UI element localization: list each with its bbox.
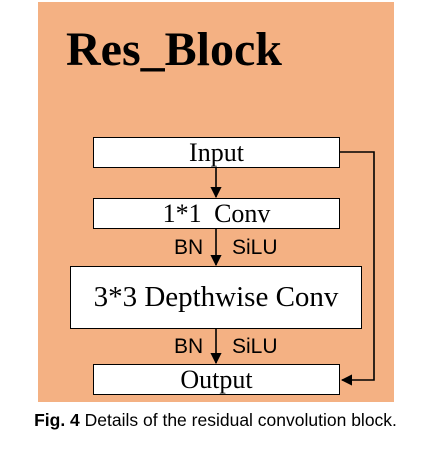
- bn-label-2: BN: [174, 335, 204, 358]
- depthwise-conv-node: 3*3 Depthwise Conv: [70, 266, 362, 329]
- output-node: Output: [93, 364, 340, 395]
- input-node: Input: [93, 137, 340, 168]
- silu-label-1: SiLU: [232, 236, 278, 259]
- silu-label-2: SiLU: [232, 335, 278, 358]
- figure-caption: Fig. 4 Details of the residual convoluti…: [0, 410, 431, 431]
- caption-text: Details of the residual convolution bloc…: [84, 410, 397, 430]
- diagram-title: Res_Block: [66, 23, 282, 76]
- conv1x1-node: 1*1 Conv: [93, 198, 340, 229]
- residual-skip-connection: [340, 151, 375, 386]
- caption-label: Fig. 4: [34, 410, 80, 430]
- bn-label-1: BN: [174, 236, 204, 259]
